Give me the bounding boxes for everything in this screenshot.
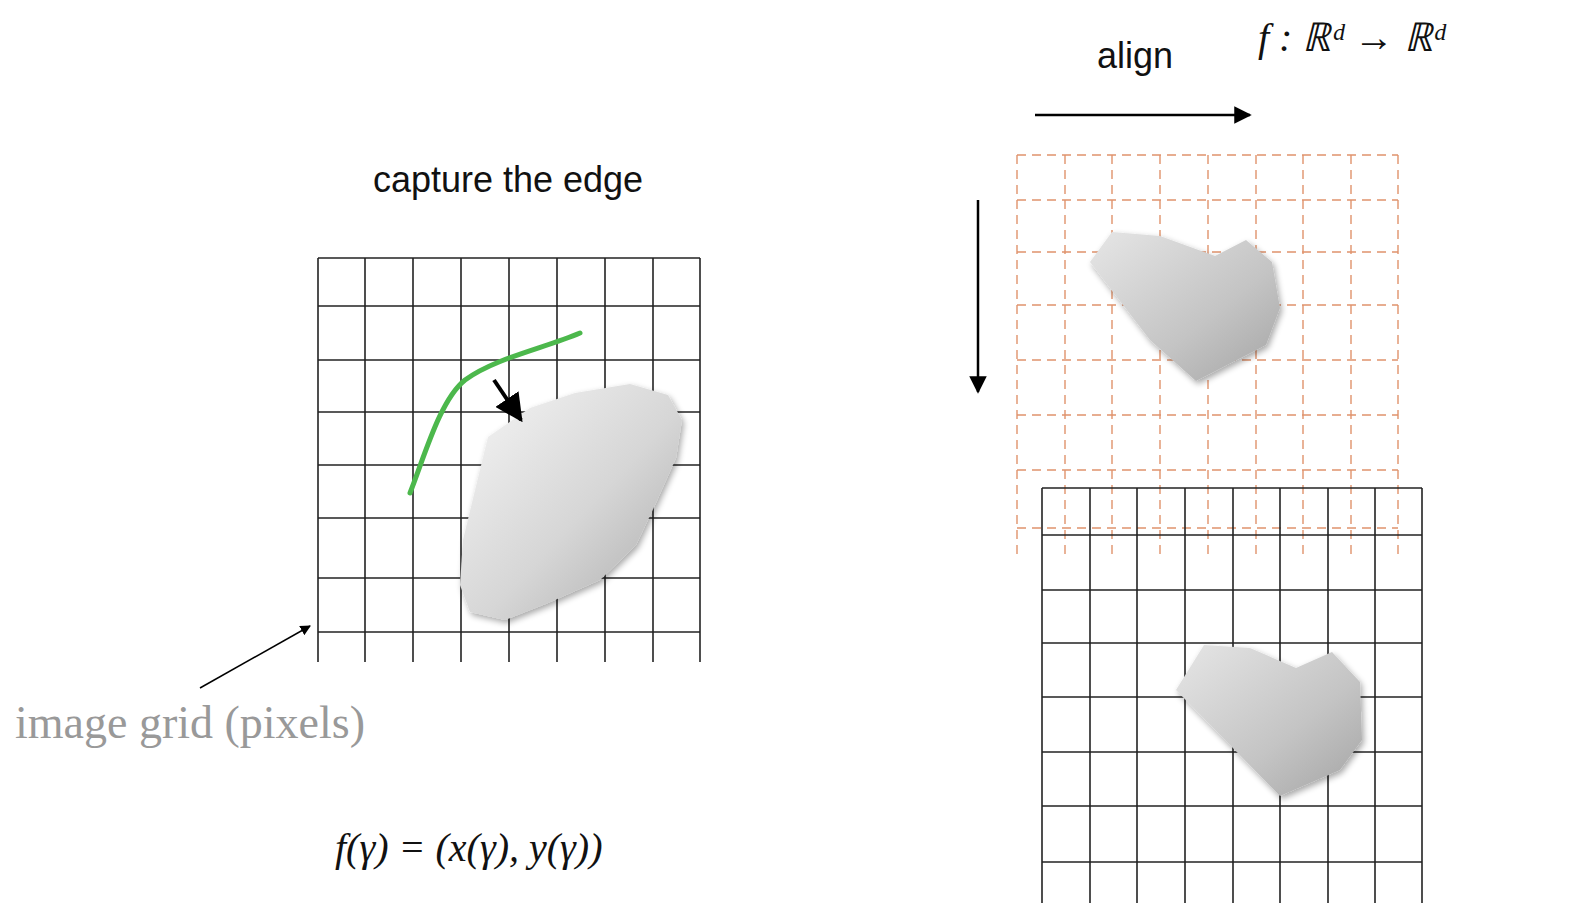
grid-line — [1421, 488, 1423, 903]
grid-line — [1042, 534, 1422, 536]
grid-line — [1017, 199, 1398, 200]
grid-line — [1042, 642, 1422, 644]
image-grid — [1042, 488, 1422, 903]
align-arrow — [977, 200, 980, 392]
grid-line — [1255, 155, 1256, 555]
image-grid — [318, 258, 700, 662]
grid-line — [1350, 155, 1351, 555]
grid-line — [1042, 487, 1422, 489]
grid-line — [318, 631, 700, 633]
grid-line — [1397, 155, 1398, 555]
grid-line — [318, 305, 700, 307]
heart-shape — [1176, 645, 1362, 796]
grid-line — [1302, 155, 1303, 555]
formula-label: f(γ) = (x(γ), y(γ)) — [335, 826, 602, 870]
grid-line — [1042, 805, 1422, 807]
grid-line — [1042, 589, 1422, 591]
warped-grid — [1017, 155, 1398, 555]
grid-line — [1017, 251, 1398, 252]
grid-line — [1111, 155, 1112, 555]
grid-line — [1041, 488, 1043, 903]
grid-line — [412, 258, 414, 662]
grid-line — [1042, 861, 1422, 863]
grid-line — [1017, 414, 1398, 415]
grid-line — [1374, 488, 1376, 903]
motion-arrow — [494, 380, 521, 420]
grid-line — [1016, 155, 1017, 555]
object-blob — [460, 384, 682, 620]
edge-curve — [410, 333, 580, 493]
align-arrow — [1035, 114, 1250, 117]
grid-line — [1136, 488, 1138, 903]
grid-line — [460, 258, 462, 662]
grid-line — [318, 257, 700, 259]
grid-line — [1017, 527, 1398, 528]
grid-line — [1017, 154, 1398, 155]
grid-line — [1159, 155, 1160, 555]
heart-shape — [1090, 232, 1280, 381]
formula-label: f : ℝᵈ → ℝᵈ — [1258, 16, 1445, 60]
heading-label: align — [1097, 36, 1173, 76]
grid-line — [1089, 488, 1091, 903]
heading-label: capture the edge — [373, 160, 643, 200]
grid-line — [1017, 469, 1398, 470]
grid-line — [1042, 751, 1422, 753]
callout-label: image grid (pixels) — [15, 698, 365, 749]
grid-line — [364, 258, 366, 662]
leader-arrow — [200, 626, 310, 688]
grid-line — [1064, 155, 1065, 555]
grid-line — [699, 258, 701, 662]
grid-line — [317, 258, 319, 662]
